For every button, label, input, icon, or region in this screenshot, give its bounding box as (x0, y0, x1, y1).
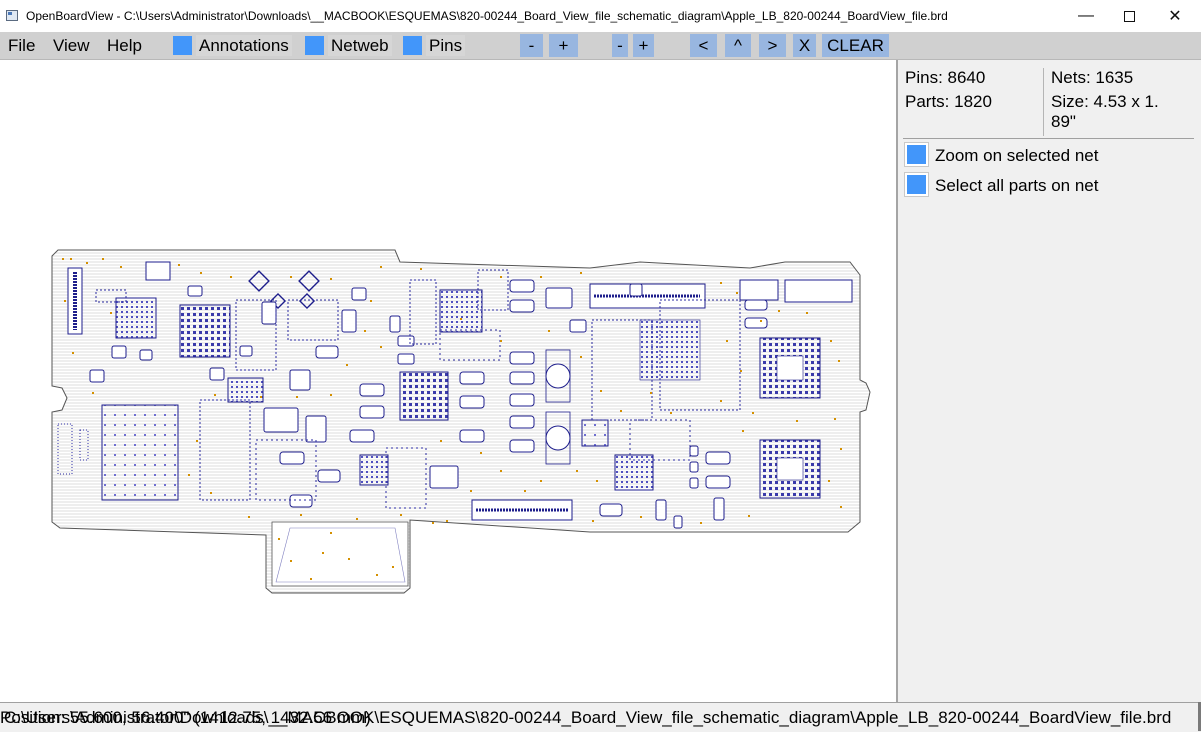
menu-toolbar: File View Help Annotations Netweb Pins -… (0, 32, 1201, 60)
info-panel (898, 60, 1201, 702)
app-icon (6, 10, 18, 21)
cursor-position: Position: 55.600, 56.400" (1412.75, 1432… (0, 708, 371, 727)
clear-button[interactable]: CLEAR (822, 34, 889, 57)
up-button[interactable]: ^ (725, 34, 751, 57)
annotations-checkbox[interactable] (173, 36, 192, 55)
window-title: OpenBoardView - C:\Users\Administrator\D… (26, 9, 948, 23)
menu-view[interactable]: View (53, 36, 90, 55)
pins-label[interactable]: Pins (426, 35, 466, 56)
cpu-bga-chip[interactable] (179, 304, 231, 358)
minimize-icon: — (1078, 7, 1094, 24)
step-down-button[interactable]: - (612, 34, 628, 57)
zoom-in-button[interactable]: + (549, 34, 578, 57)
bga-chip-top[interactable] (439, 289, 483, 333)
port-tab-area (271, 521, 409, 587)
clear-x-button[interactable]: X (793, 34, 816, 57)
parts-count: Parts: 1820 (905, 92, 992, 111)
chip-block-left[interactable] (101, 404, 179, 501)
close-icon: ✕ (1168, 8, 1182, 25)
netweb-checkbox[interactable] (305, 36, 324, 55)
board-size: Size: 4.53 x 1. (1051, 92, 1159, 111)
zoom-out-button[interactable]: - (520, 34, 543, 57)
maximize-icon (1123, 10, 1135, 22)
statusbar-edge (1198, 702, 1201, 731)
panel-divider[interactable] (896, 60, 898, 702)
bga-chip-center[interactable] (399, 371, 449, 421)
next-button[interactable]: > (759, 34, 786, 57)
bga-chip-left[interactable] (115, 297, 157, 339)
netweb-label[interactable]: Netweb (328, 35, 392, 56)
close-button[interactable]: ✕ (1152, 0, 1198, 32)
menu-file[interactable]: File (8, 36, 36, 55)
pins-count: Pins: 8640 (905, 68, 986, 87)
status-bar: Position: 55.600, 56.400" (1412.75, 1432… (0, 702, 1201, 732)
window-titlebar: OpenBoardView - C:\Users\Administrator\D… (0, 0, 1201, 33)
menu-help[interactable]: Help (107, 36, 142, 55)
passive-components[interactable] (89, 279, 768, 529)
connector-top-right[interactable] (784, 279, 853, 303)
nets-count: Nets: 1635 (1051, 68, 1134, 87)
info-column-divider (1043, 68, 1044, 136)
pins-checkbox[interactable] (403, 36, 422, 55)
dense-components[interactable] (57, 269, 741, 509)
board-viewer[interactable] (0, 60, 897, 702)
status-file-path: C:\Users\Administrator\Downloads\__MACBO… (4, 708, 1172, 727)
maximize-button[interactable] (1106, 0, 1152, 32)
step-up-button[interactable]: + (633, 34, 654, 57)
board-canvas[interactable] (0, 60, 897, 702)
zoom-selected-net-label[interactable]: Zoom on selected net (935, 146, 1099, 165)
select-all-parts-checkbox[interactable] (907, 175, 926, 194)
select-all-parts-label[interactable]: Select all parts on net (935, 176, 1099, 195)
zoom-selected-net-checkbox[interactable] (907, 145, 926, 164)
minimize-button[interactable]: — (1063, 0, 1109, 32)
previous-button[interactable]: < (690, 34, 717, 57)
test-points (62, 258, 842, 580)
board-size-continued: 89" (1051, 112, 1076, 131)
mid-chip[interactable] (227, 377, 264, 403)
annotations-label[interactable]: Annotations (196, 35, 292, 56)
info-separator (903, 138, 1194, 139)
